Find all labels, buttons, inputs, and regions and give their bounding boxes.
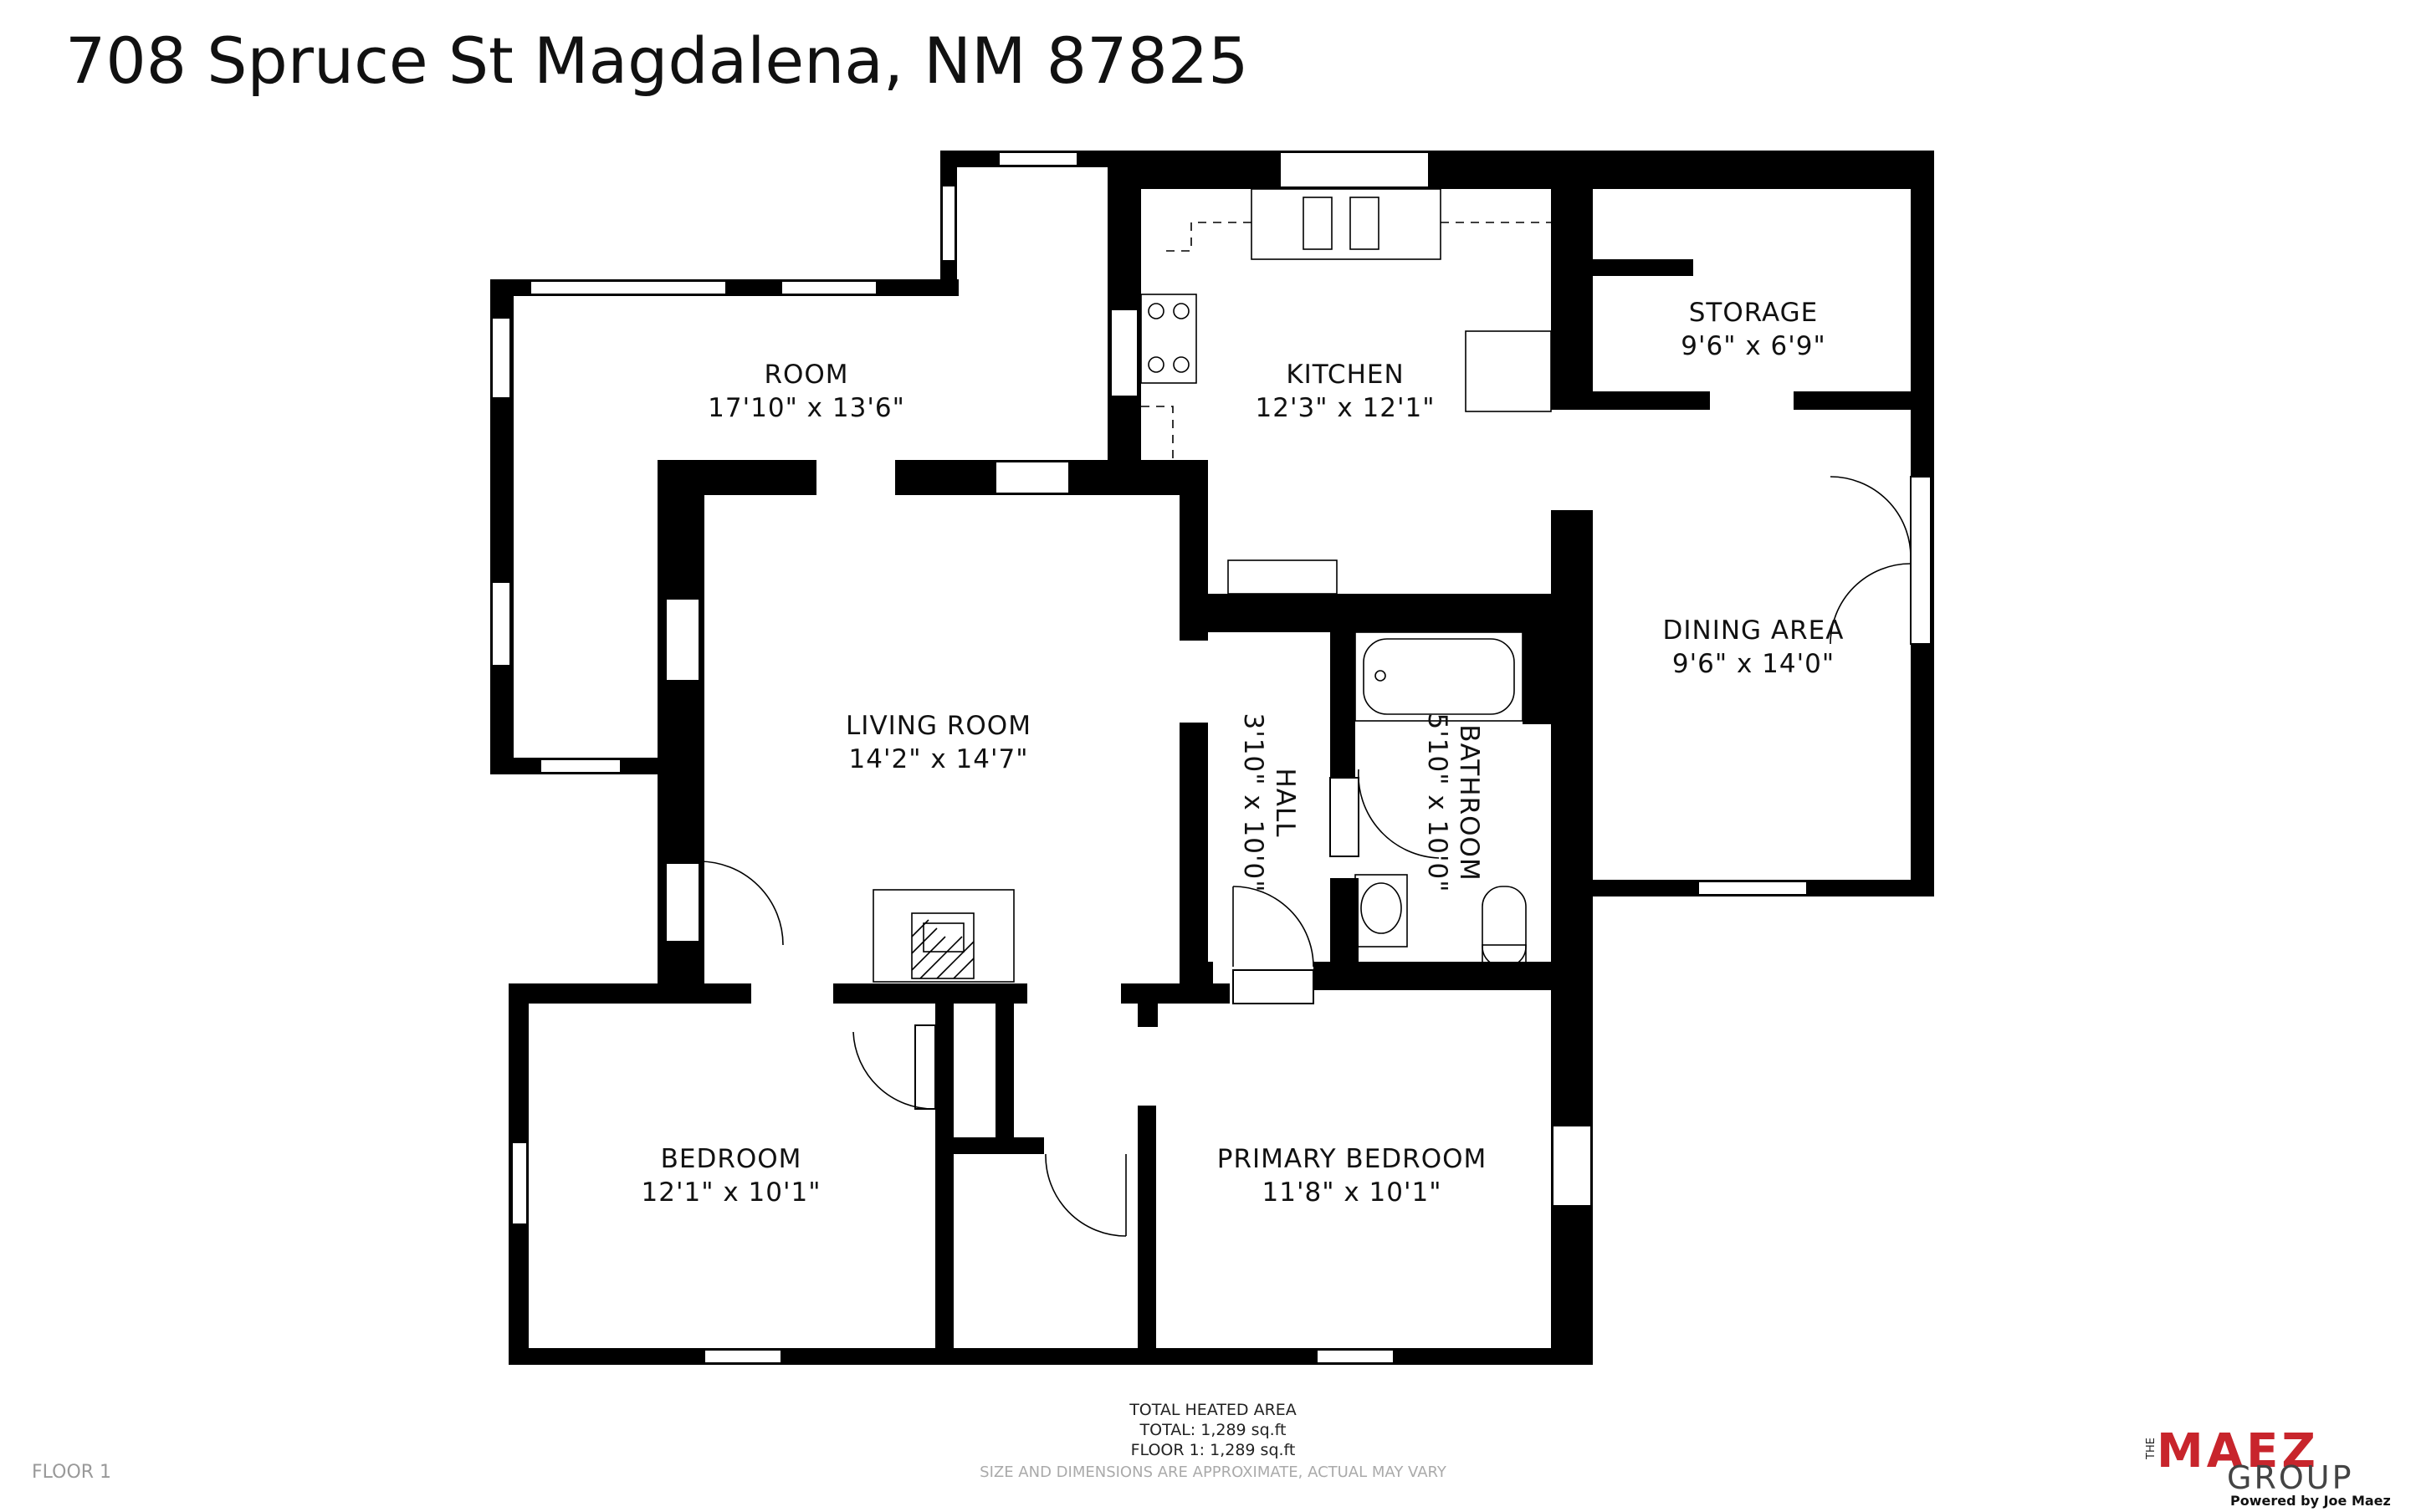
page-title: 708 Spruce St Magdalena, NM 87825 bbox=[65, 23, 1249, 98]
room-label-kitchen: KITCHEN bbox=[1286, 360, 1404, 390]
logo-the: THE bbox=[2145, 1438, 2157, 1459]
room-dims-room: 17'10" x 13'6" bbox=[708, 393, 905, 423]
room-label-dining: DINING AREA bbox=[1663, 616, 1845, 646]
logo-maez: MAEZ bbox=[2157, 1424, 2319, 1479]
doors bbox=[699, 476, 1912, 1237]
room-labels: ROOM 17'10" x 13'6" KITCHEN 12'3" x 12'1… bbox=[642, 298, 1845, 1208]
logo-group: GROUP bbox=[2227, 1459, 2354, 1496]
room-dims-hall: 3'10" x 10'0" bbox=[1238, 713, 1268, 893]
room-label-primary: PRIMARY BEDROOM bbox=[1217, 1144, 1487, 1174]
room-dims-storage: 9'6" x 6'9" bbox=[1681, 331, 1826, 361]
logo-powered: Powered by Joe Maez bbox=[2230, 1493, 2391, 1509]
room-dims-living: 14'2" x 14'7" bbox=[849, 744, 1029, 774]
kitchen-fixtures bbox=[1140, 188, 1552, 595]
room-dims-primary: 11'8" x 10'1" bbox=[1262, 1177, 1442, 1208]
room-dims-bedroom: 12'1" x 10'1" bbox=[642, 1177, 822, 1208]
floor-label: FLOOR 1 bbox=[32, 1462, 112, 1483]
room-label-storage: STORAGE bbox=[1689, 298, 1819, 328]
room-dims-kitchen: 12'3" x 12'1" bbox=[1256, 393, 1436, 423]
area-floor1: FLOOR 1: 1,289 sq.ft bbox=[1130, 1441, 1296, 1459]
bathroom-fixtures bbox=[1354, 631, 1527, 968]
windows bbox=[491, 151, 1932, 1364]
room-label-hall: HALL bbox=[1270, 768, 1300, 837]
room-dims-dining: 9'6" x 14'0" bbox=[1672, 649, 1835, 679]
room-label-living: LIVING ROOM bbox=[846, 711, 1031, 741]
area-summary: TOTAL HEATED AREA TOTAL: 1,289 sq.ft FLO… bbox=[1088, 1400, 1338, 1460]
room-label-bathroom: BATHROOM bbox=[1454, 724, 1484, 881]
maez-group-logo: THE MAEZ GROUP Powered by Joe Maez bbox=[2142, 1424, 2393, 1509]
area-total: TOTAL: 1,289 sq.ft bbox=[1139, 1421, 1287, 1439]
disclaimer: SIZE AND DIMENSIONS ARE APPROXIMATE, ACT… bbox=[980, 1463, 1446, 1481]
room-label-room: ROOM bbox=[764, 360, 848, 390]
room-dims-bathroom: 5'10" x 10'0" bbox=[1422, 713, 1452, 893]
room-label-bedroom: BEDROOM bbox=[661, 1144, 802, 1174]
area-title: TOTAL HEATED AREA bbox=[1129, 1401, 1297, 1419]
fireplace bbox=[873, 889, 1015, 983]
